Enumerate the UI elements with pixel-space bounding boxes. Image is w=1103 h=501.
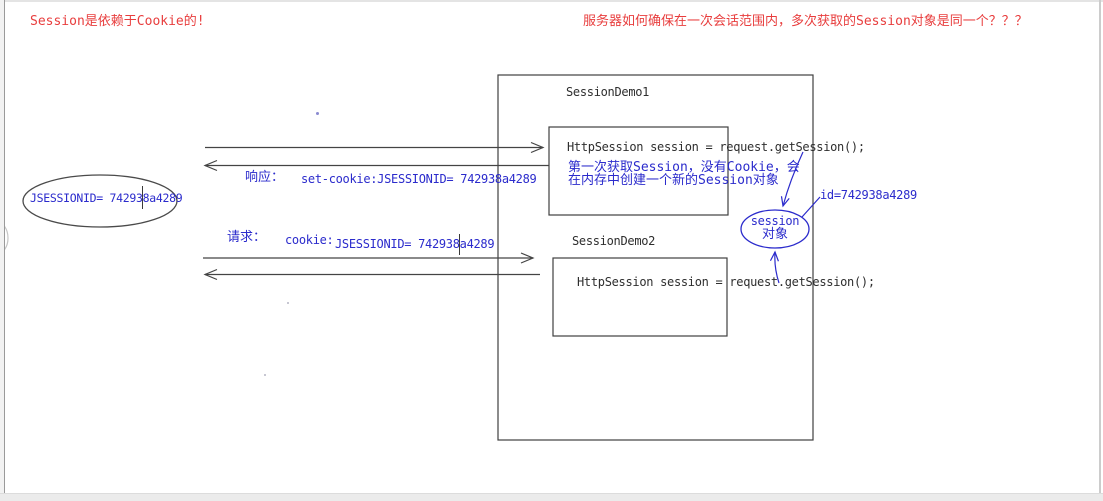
sessiondemo2-box [552,257,728,337]
note-session-depends-on-cookie: Session是依赖于Cookie的! [30,14,205,29]
text-caret [142,186,143,209]
session-object-name-line1: session [750,214,800,228]
stray-mark [316,112,319,115]
window-top-border [0,0,1103,2]
note-server-question: 服务器如何确保在一次会话范围内，多次获取的Session对象是同一个？？？ [583,14,1028,29]
session-object-name-line2: 对象 [761,226,788,242]
response-label: 响应： [245,170,285,185]
session-object-label: session 对象 [742,215,808,242]
server-box [497,74,814,441]
demo1-note-line2: 在内存中创建一个新的Session对象 [568,173,779,188]
sessiondemo1-title: SessionDemo1 [566,85,650,99]
session-object-id-label: id=742938a4289 [820,188,917,202]
window-bottom-bar[interactable] [0,493,1103,501]
line-id-to-session-object [801,196,821,218]
request-label: 请求： [227,230,267,245]
text-caret [459,234,460,255]
sessiondemo2-code: HttpSession session = request.getSession… [577,275,875,289]
response-set-cookie-value: set-cookie:JSESSIONID= 742938a4289 [301,172,537,186]
browser-cookie-text: JSESSIONID= 742938a4289 [30,191,183,205]
stray-mark [287,302,289,304]
window-right-border[interactable] [1099,0,1101,500]
request-cookie-value: JSESSIONID= 742938a4289 [335,237,495,251]
demo1-note-line1: 第一次获取Session，没有Cookie，会 [568,160,800,175]
window-left-border [4,0,5,500]
sessiondemo1-code: HttpSession session = request.getSession… [567,140,865,154]
request-cookie-prefix: cookie: [285,233,334,247]
window-left-margin [0,0,4,500]
stray-mark [264,374,266,376]
sessiondemo2-title: SessionDemo2 [572,234,656,248]
